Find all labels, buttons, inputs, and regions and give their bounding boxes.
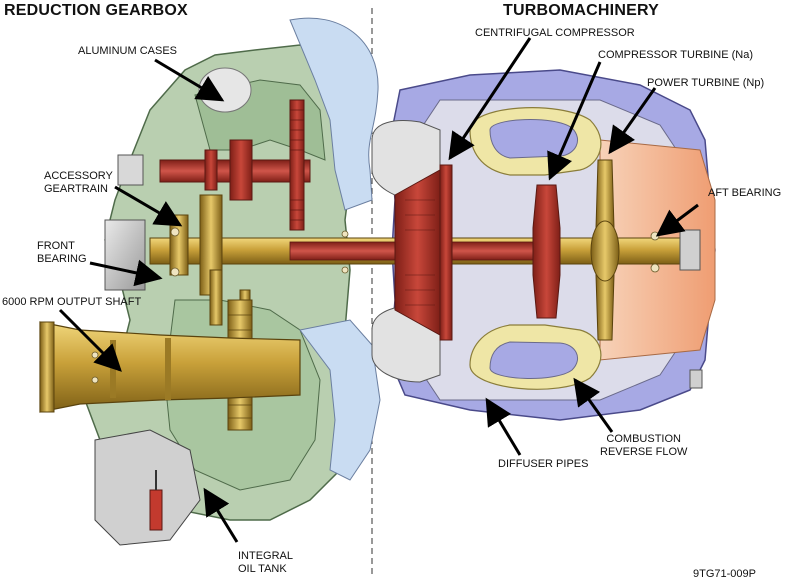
centrifugal-compressor-impeller	[394, 169, 441, 336]
label-accessory-geartrain: ACCESSORY GEARTRAIN	[44, 170, 113, 195]
leader-centrifugal-compressor	[448, 37, 532, 161]
leader-combustion-reverse-flow	[573, 377, 614, 433]
label-aft-bearing: AFT BEARING	[708, 187, 782, 199]
compressor-turbine-disc	[532, 184, 561, 319]
leader-front-bearing	[89, 259, 163, 287]
heading-turbomachinery: TURBOMACHINERY	[503, 2, 659, 19]
leader-aft-bearing	[655, 203, 699, 237]
label-output-shaft: 6000 RPM OUTPUT SHAFT	[2, 296, 142, 308]
leader-compressor-turbine	[547, 61, 602, 181]
leader-accessory-geartrain	[114, 185, 183, 227]
air-inlet-region	[289, 17, 379, 211]
label-diffuser-pipes: DIFFUSER PIPES	[498, 458, 589, 470]
label-compressor-turbine: COMPRESSOR TURBINE (Na)	[598, 49, 754, 61]
figure-id: 9TG71-009P	[693, 568, 756, 580]
leader-diffuser-pipes	[485, 397, 522, 456]
oil-tank-fittings	[94, 429, 201, 546]
leader-integral-oil-tank	[203, 487, 239, 543]
leader-output-shaft	[58, 308, 122, 372]
label-combustion-reverse-flow: COMBUSTION REVERSE FLOW	[600, 433, 688, 458]
label-aluminum-cases: ALUMINUM CASES	[78, 45, 178, 57]
label-front-bearing: FRONT BEARING	[37, 240, 87, 265]
label-centrifugal-compressor: CENTRIFUGAL COMPRESSOR	[475, 27, 635, 39]
heading-reduction-gearbox: REDUCTION GEARBOX	[4, 2, 188, 19]
leader-aluminum-cases	[154, 58, 225, 102]
label-integral-oil-tank: INTEGRAL OIL TANK	[238, 550, 294, 575]
leader-power-turbine	[608, 87, 657, 155]
label-power-turbine: POWER TURBINE (Np)	[647, 77, 765, 89]
